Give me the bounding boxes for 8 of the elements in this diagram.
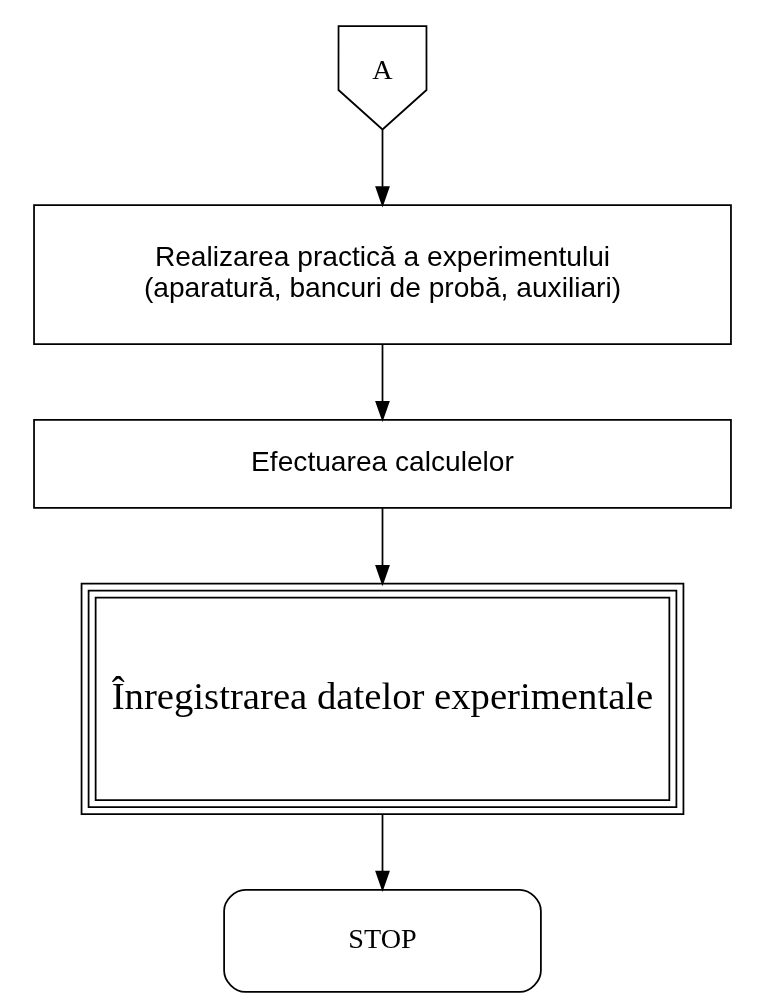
arrow [375, 813, 390, 892]
arrow [375, 507, 390, 587]
node-box: Efectuarea calculelor [33, 419, 732, 509]
arrow [375, 129, 390, 208]
node-box: STOP [223, 888, 542, 993]
node-box: Realizarea practică a experimentului (aparatură, bancuri de probă, auxiliari) [33, 204, 732, 346]
node-box: Înregistrarea datelor experimentale [80, 582, 685, 815]
arrow [375, 343, 390, 423]
